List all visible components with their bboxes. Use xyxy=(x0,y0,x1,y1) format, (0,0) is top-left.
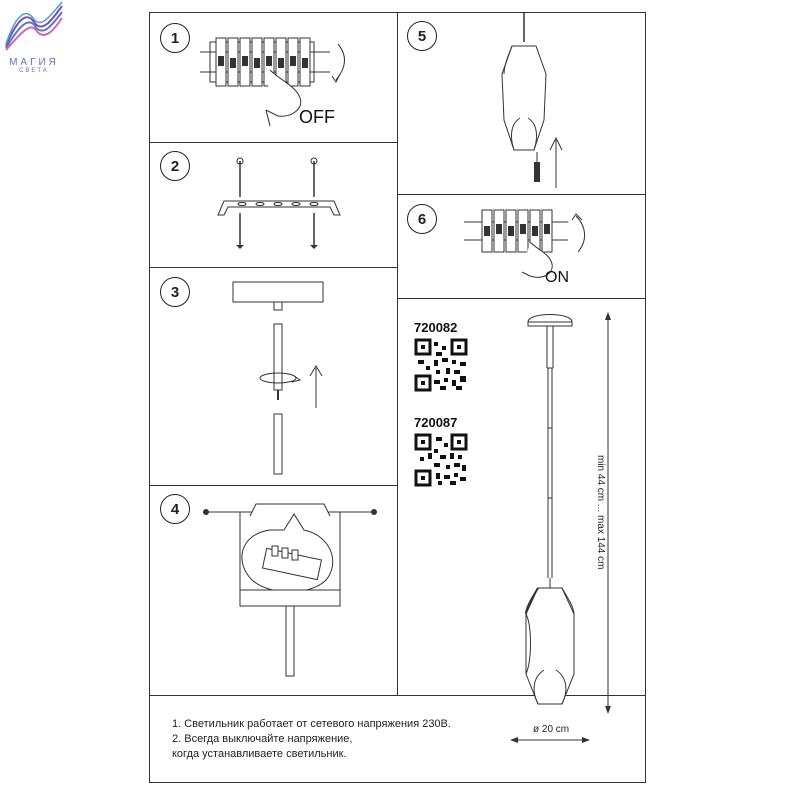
canopy-rod-diagram xyxy=(232,281,324,475)
step-number-6: 6 xyxy=(407,204,437,234)
brand-logo: МАГИЯ СВЕТА xyxy=(2,1,66,84)
step-number-3: 3 xyxy=(160,277,190,307)
mounting-bracket-diagram xyxy=(217,157,341,249)
breaker-off-diagram xyxy=(200,37,345,127)
step-number-2: 2 xyxy=(160,151,190,181)
product-code-1: 720082 xyxy=(414,320,458,335)
height-dimension-label: min 44 cm ... max 144 cm xyxy=(595,455,606,570)
breaker-off-label: OFF xyxy=(299,107,335,127)
pendant-lamp-drawing xyxy=(510,312,611,743)
step-number-1: 1 xyxy=(160,23,190,53)
note-line-2: 2. Всегда выключайте напряжение, xyxy=(172,733,353,745)
step-number-5: 5 xyxy=(407,21,437,51)
safety-notes: 1. Светильник работает от сетевого напря… xyxy=(172,717,451,762)
panel-notes xyxy=(149,695,646,783)
brand-wave-icon xyxy=(5,1,63,51)
brand-name: МАГИЯ xyxy=(9,57,59,68)
qr-code-icon xyxy=(414,433,468,487)
note-line-1: 1. Светильник работает от сетевого напря… xyxy=(172,718,451,730)
brand-subname: СВЕТА xyxy=(19,68,49,74)
attach-shade-diagram xyxy=(501,12,563,188)
qr-code-icon xyxy=(414,338,468,392)
breaker-on-label: ON xyxy=(545,269,569,286)
diameter-dimension-label: ø 20 cm xyxy=(533,724,570,735)
wiring-connection-diagram xyxy=(203,503,377,677)
note-line-3: когда устанавливаете светильник. xyxy=(172,748,347,760)
product-code-2: 720087 xyxy=(414,415,458,430)
step-number-4: 4 xyxy=(160,494,190,524)
breaker-on-diagram xyxy=(464,209,585,278)
